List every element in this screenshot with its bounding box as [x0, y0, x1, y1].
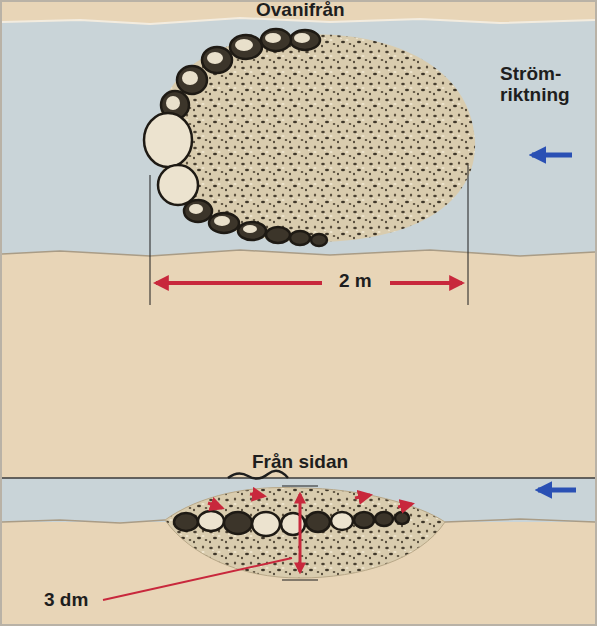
- drawing-stroke: [282, 486, 318, 487]
- view-heading: Ovanifrån: [256, 0, 345, 21]
- drawing-stroke: [355, 495, 370, 498]
- drawing-stroke: [156, 281, 322, 285]
- stone-highlights: [166, 33, 310, 233]
- drawing-stroke: [390, 281, 462, 285]
- drawing-stroke: [238, 222, 266, 240]
- drawing-stroke: [202, 47, 232, 73]
- drawing-stroke: [252, 512, 280, 536]
- drawing-stroke: [306, 512, 330, 532]
- drawing-stroke: [265, 33, 281, 43]
- flow-direction-label: Ström- riktning: [500, 64, 584, 106]
- stone-rim-top-view: [144, 29, 327, 246]
- flow-arrow: [532, 153, 572, 158]
- drawing-stroke: [331, 512, 353, 530]
- drawing-stroke: [375, 512, 393, 526]
- drawing-stroke: [2, 250, 595, 256]
- flow-over-bed: [208, 494, 412, 508]
- drawing-stroke: [198, 511, 224, 531]
- drawing-stroke: [266, 227, 290, 243]
- drawing-stroke: [174, 513, 198, 531]
- drawing-stroke: [250, 494, 264, 496]
- dimension-label: 3 dm: [44, 590, 88, 611]
- stone-row-side-view: [174, 511, 409, 536]
- drawing-stroke: [290, 231, 310, 245]
- drawing-stroke: [395, 512, 409, 524]
- drawing-stroke: [207, 52, 223, 64]
- drawing-stroke: [182, 71, 198, 85]
- drawing-stroke: [290, 30, 320, 50]
- drawing-stroke: [158, 165, 198, 205]
- drawing-stroke: [354, 512, 374, 528]
- drawing-stroke: [294, 33, 310, 43]
- leader-line: [103, 558, 292, 600]
- drawing-stroke: [468, 165, 469, 305]
- drawing-stroke: [224, 512, 252, 534]
- drawing-stroke: [150, 175, 151, 305]
- drawing-stroke: [209, 213, 239, 233]
- width-dimension: [150, 165, 468, 305]
- drawing-stroke: [189, 204, 203, 214]
- drawing-stroke: [243, 225, 257, 233]
- drawing-stroke: [214, 216, 230, 226]
- stream-top-view: [2, 18, 595, 256]
- depth-dimension: [103, 486, 318, 600]
- drawing-stroke: [230, 35, 262, 59]
- flow-arrow: [538, 488, 576, 493]
- drawing-stroke: [282, 580, 318, 581]
- drawing-stroke: [158, 34, 475, 242]
- drawing-stroke: [2, 477, 595, 479]
- drawing-stroke: [144, 113, 192, 167]
- view-heading: Från sidan: [252, 452, 348, 473]
- drawing-stroke: [311, 234, 327, 246]
- drawing-stroke: [2, 18, 595, 256]
- drawing-stroke: [208, 503, 222, 508]
- drawing-stroke: [235, 39, 253, 51]
- drawing-stroke: [184, 200, 212, 222]
- gravel-bed-top-view: [158, 34, 475, 242]
- dimension-label: 2 m: [339, 271, 372, 292]
- gravel-bed-side-view: [165, 487, 445, 578]
- drawing-stroke: [398, 504, 412, 507]
- drawing-stroke: [177, 66, 207, 94]
- drawing-stroke: [261, 29, 291, 51]
- drawing-stroke: [299, 494, 302, 572]
- drawing-stroke: [166, 96, 180, 110]
